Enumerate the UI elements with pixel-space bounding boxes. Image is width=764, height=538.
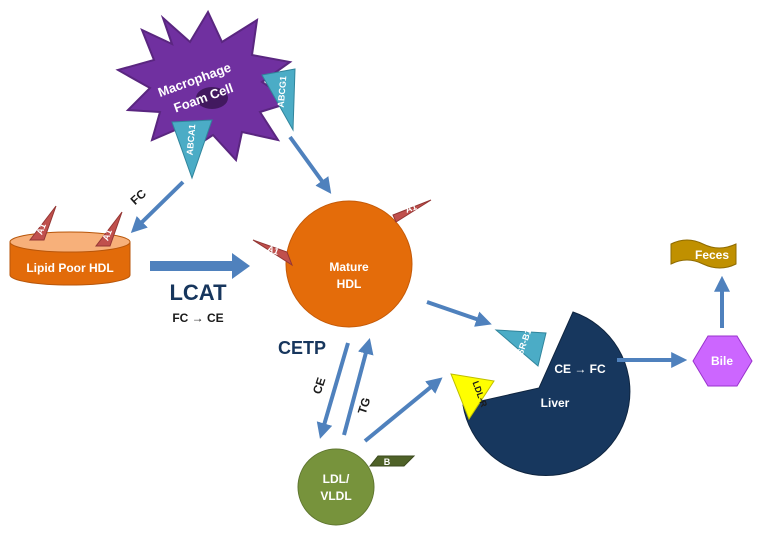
abca1-receptor	[171, 119, 213, 180]
lipid-poor-hdl: A1 A1 Lipid Poor HDL	[9, 205, 131, 286]
liver-reaction-label: CE → FC	[554, 362, 606, 376]
lipid-poor-hdl-body	[9, 241, 131, 286]
bile-label: Bile	[711, 354, 733, 368]
arrow-abcg1-to-mature-hdl	[288, 135, 332, 194]
arrow-hdl-to-ldl-ce	[316, 342, 350, 439]
a1-protein-mature-left	[252, 239, 294, 267]
ldl-vldl: B LDL/ VLDL	[297, 448, 416, 526]
tg-label: TG	[355, 396, 373, 416]
arrow-mature-hdl-to-liver	[426, 300, 492, 327]
feces-label: Feces	[695, 248, 729, 262]
a1-protein-left	[28, 205, 57, 241]
arrow-ldl-to-hdl-tg	[342, 338, 374, 436]
bile-hexagon	[692, 335, 753, 387]
cetp-label: CETP	[278, 338, 326, 358]
liver: SR-B1 LDL-R CE → FC Liver	[450, 311, 631, 476]
liver-label: Liver	[541, 396, 570, 410]
macrophage-nucleus	[196, 87, 228, 109]
abcg1-receptor	[261, 68, 296, 132]
ldl-r-receptor	[450, 373, 495, 421]
ldl-vldl-circle	[297, 448, 375, 526]
feces: Feces	[670, 239, 737, 269]
mature-hdl-label-line1: Mature	[329, 260, 369, 274]
mature-hdl: A1 A1 Mature HDL	[252, 199, 432, 328]
apo-b-label: B	[384, 457, 391, 467]
ce-label: CE	[310, 376, 328, 396]
macrophage-foam-cell: Macrophage Foam Cell ABCA1 ABCG1	[115, 9, 296, 180]
bile: Bile	[692, 335, 753, 387]
lcat-reaction-label: FC → CE	[172, 311, 223, 325]
fc-label: FC	[128, 186, 150, 207]
macrophage-starburst-shape	[115, 9, 295, 163]
arrow-abca1-to-lipid-poor-hdl	[130, 180, 185, 234]
a1-mature-left-label: A1	[266, 244, 280, 257]
feces-shape	[670, 239, 737, 269]
abca1-label: ABCA1	[185, 124, 198, 156]
mature-hdl-circle	[285, 200, 413, 328]
liver-shape	[462, 311, 631, 476]
apo-b-protein	[368, 455, 416, 467]
a1-protein-mature-right	[392, 199, 432, 223]
lcat-label: LCAT	[169, 280, 227, 305]
mature-hdl-label-line2: HDL	[337, 277, 362, 291]
a1-left-label: A1	[34, 222, 48, 236]
arrow-ldl-to-liver	[363, 377, 443, 443]
a1-mature-right-label: A1	[404, 202, 418, 215]
ldl-vldl-label-line2: VLDL	[320, 489, 351, 503]
ldl-vldl-label-line1: LDL/	[323, 472, 350, 486]
sr-b1-receptor	[494, 329, 547, 367]
a1-right-label: A1	[100, 228, 114, 242]
arrow-lcat-block	[150, 253, 250, 279]
abcg1-label: ABCG1	[276, 76, 289, 108]
lipid-poor-hdl-label: Lipid Poor HDL	[26, 261, 113, 275]
a1-protein-right	[94, 211, 123, 247]
